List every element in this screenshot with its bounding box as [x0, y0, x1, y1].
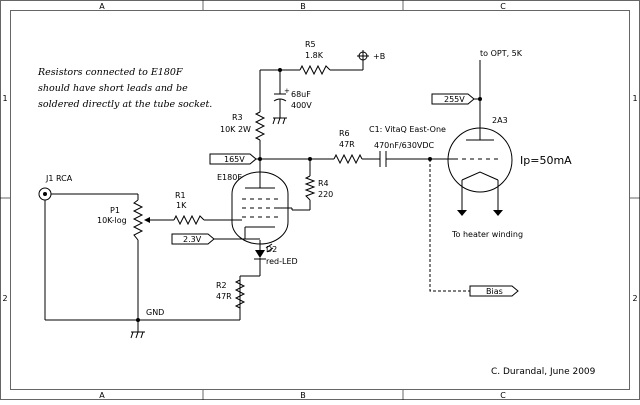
- junction-dot: [308, 157, 312, 161]
- r6-value: 47R: [339, 140, 355, 149]
- svg-text:+: +: [284, 87, 290, 95]
- j1-label: J1 RCA: [45, 174, 73, 183]
- junction-dot: [478, 97, 482, 101]
- tag-255v-text: 255V: [444, 95, 465, 104]
- resistor-r3: [254, 111, 266, 141]
- wiper-arrow-icon: [144, 217, 150, 223]
- tag-2v3: [171, 230, 260, 245]
- ground-icon: [272, 117, 287, 125]
- resistor-r1: [173, 214, 205, 226]
- gnd-label: GND: [146, 308, 164, 317]
- r3-value: 10K 2W: [220, 125, 251, 134]
- resistor-r6: [333, 153, 363, 165]
- capacitor-c1: [379, 151, 387, 167]
- tag-bias-text: Bias: [486, 287, 503, 296]
- p1-value: 10K-log: [97, 216, 127, 225]
- r2-value: 47R: [216, 292, 232, 301]
- col-label-a-bottom: A: [99, 391, 105, 400]
- d2-value: red-LED: [266, 257, 298, 266]
- resistor-r5: [299, 64, 331, 76]
- resistor-r4: [304, 175, 316, 201]
- d2-ref: D2: [266, 245, 277, 254]
- c1-value: 470nF/630VDC: [374, 141, 435, 150]
- r1-value: 1K: [176, 201, 187, 210]
- c68-value: 68uF: [291, 90, 311, 99]
- r6-ref: R6: [339, 129, 350, 138]
- col-label-a: A: [99, 2, 105, 11]
- col-label-c-bottom: C: [500, 391, 506, 400]
- heater-label: To heater winding: [451, 230, 523, 239]
- ground-icon: [130, 331, 145, 339]
- e180f-label: E180F: [217, 173, 242, 182]
- r1-ref: R1: [175, 191, 186, 200]
- col-label-b-bottom: B: [300, 391, 306, 400]
- tube-e180f: [231, 171, 293, 245]
- junction-dot: [278, 68, 282, 72]
- bplus-terminal-icon: [357, 50, 369, 62]
- ip-label: Ip=50mA: [520, 154, 572, 167]
- c1-ref: C1: VitaQ East-One: [369, 125, 446, 134]
- r4-value: 220: [318, 190, 333, 199]
- c68-voltage: 400V: [291, 101, 312, 110]
- resistor-r2: [234, 279, 246, 309]
- rca-jack-icon: [38, 187, 52, 201]
- tag-165v-text: 165V: [224, 155, 245, 164]
- led-d2-icon: [254, 243, 274, 265]
- tube-2a3: [447, 60, 513, 216]
- r2-ref: R2: [216, 281, 227, 290]
- tag-2v3-text: 2.3V: [183, 235, 202, 244]
- row-label-1-right: 1: [632, 94, 637, 103]
- p1-ref: P1: [110, 206, 120, 215]
- tag-165v: [209, 153, 257, 165]
- r5-ref: R5: [305, 40, 316, 49]
- to-opt-label: to OPT, 5K: [480, 49, 523, 58]
- r5-value: 1.8K: [305, 51, 324, 60]
- author-credit: C. Durandal, June 2009: [491, 367, 596, 377]
- row-label-1: 1: [2, 94, 7, 103]
- potentiometer-p1: [132, 199, 144, 241]
- tube-2a3-label: 2A3: [492, 116, 508, 125]
- col-label-b: B: [300, 2, 306, 11]
- tag-bias: [469, 285, 519, 297]
- col-label-c: C: [500, 2, 506, 11]
- wires-input: [44, 193, 261, 332]
- bplus-label: +B: [373, 52, 385, 61]
- note-line-2: should have short leads and be: [38, 83, 188, 94]
- note-line-3: soldered directly at the tube socket.: [38, 99, 212, 110]
- r4-ref: R4: [318, 179, 329, 188]
- capacitor-68uf: +: [273, 87, 290, 106]
- note-line-1: Resistors connected to E180F: [37, 67, 183, 78]
- bias-dashed-line: [429, 159, 470, 292]
- r3-ref: R3: [232, 113, 243, 122]
- row-label-2-right: 2: [632, 294, 637, 303]
- junction-dot: [136, 318, 140, 322]
- wires-anode: [260, 158, 458, 211]
- row-label-2: 2: [2, 294, 7, 303]
